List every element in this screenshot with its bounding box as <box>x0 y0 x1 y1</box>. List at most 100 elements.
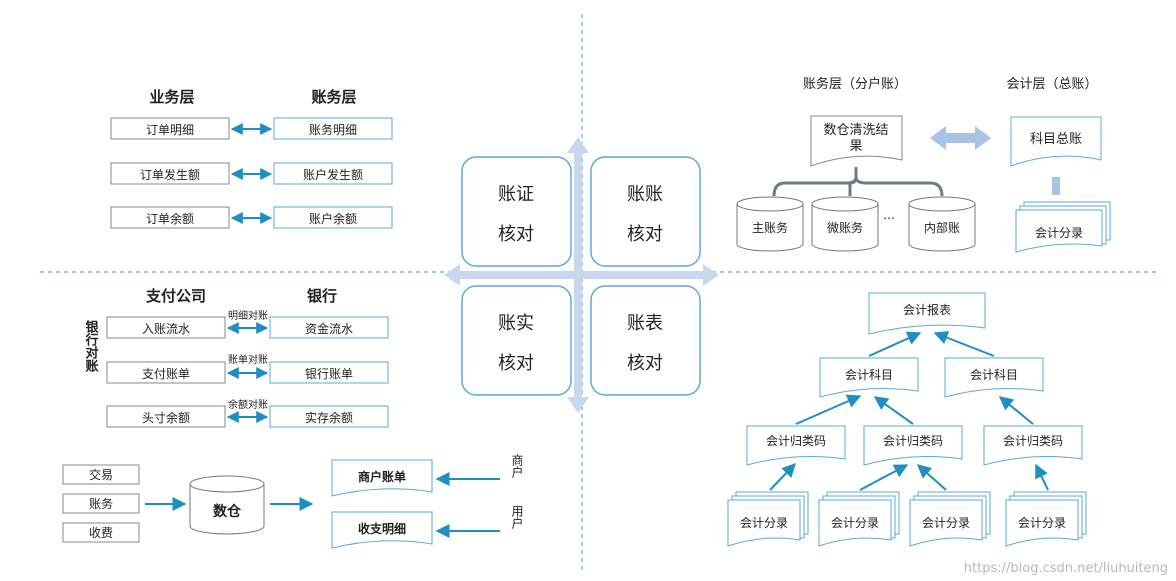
biz-item-2: 订单发生额 <box>140 167 200 182</box>
bank-item-2: 银行账单 <box>305 367 353 381</box>
micro-ledger-cylinder <box>811 196 879 252</box>
pay-item-1: 入账流水 <box>142 322 190 336</box>
subject-doc-1 <box>819 357 919 398</box>
quad-actual-line2: 核对 <box>498 353 534 374</box>
pay-item-3: 头寸余额 <box>142 410 190 425</box>
pay-box-3 <box>106 405 226 428</box>
quad-ledger-line2: 核对 <box>627 224 663 245</box>
biz-accounting-block: 业务层 账务层 订单明细 账务明细 订单发生额 账户发生额 订单余额 账户余额 <box>110 88 393 229</box>
warehouse-label: 数仓 <box>213 503 242 520</box>
code-doc-1 <box>746 425 846 466</box>
acct-item-2: 账户发生额 <box>303 167 363 182</box>
biz-box-3 <box>110 206 230 229</box>
bank-box-3 <box>269 405 389 428</box>
entry-stack-3 <box>909 491 991 547</box>
internal-ledger-cylinder <box>908 196 976 252</box>
code-label-3: 会计归类码 <box>1003 434 1063 448</box>
quad-ledger-box <box>590 156 701 267</box>
subject-label-1: 会计科目 <box>845 368 893 382</box>
subject-label-2: 会计科目 <box>970 368 1018 382</box>
report-tree: 会计报表 会计科目 会计科目 会计归类码 会计归类码 会计归类码 会计分录 会计… <box>727 292 1087 547</box>
acct-item-3: 账户余额 <box>309 211 357 226</box>
quad-actual-line1: 账实 <box>498 313 534 334</box>
merchant-bill-doc <box>331 459 433 497</box>
source-box-1 <box>62 464 140 485</box>
arrow-entry3-code2 <box>916 464 947 491</box>
entry-label-4: 会计分录 <box>1018 516 1066 530</box>
income-expense-doc <box>331 511 433 549</box>
bank-item-3: 实存余额 <box>305 410 353 425</box>
arrow-entry1-code1 <box>769 462 796 491</box>
entry-stack-1 <box>727 491 809 547</box>
general-ledger-title: 会计层（总账） <box>1006 77 1097 92</box>
report-root-doc <box>868 292 986 335</box>
bank-link-label-1: 明细对账 <box>228 309 268 322</box>
entry-stack-4 <box>1005 491 1087 547</box>
code-label-2: 会计归类码 <box>883 434 943 448</box>
center-arrow-down <box>567 397 589 413</box>
general-connector <box>1052 177 1060 195</box>
pay-box-1 <box>106 316 226 339</box>
source-item-3: 收费 <box>89 526 113 540</box>
general-account-label: 科目总账 <box>1030 132 1082 147</box>
merchant-label: 商户 <box>510 453 524 479</box>
source-box-2 <box>62 493 140 514</box>
bank-header: 银行 <box>307 287 337 305</box>
main-ledger-cylinder <box>736 196 804 252</box>
quad-ledger-line1: 账账 <box>627 184 663 205</box>
biz-item-3: 订单余额 <box>146 211 194 226</box>
acct-box-2 <box>273 162 393 185</box>
arrow-subject1-root <box>868 331 922 357</box>
bank-link-label-2: 账单对账 <box>228 353 268 366</box>
center-arrow-up <box>567 137 589 153</box>
arrow-code3-subject2 <box>998 396 1034 425</box>
warehouse-block: 交易 账务 收费 数仓 商户账单 收支明细 商户 用户 <box>62 453 524 549</box>
entry-label-2: 会计分录 <box>831 516 879 530</box>
biz-layer-header: 业务层 <box>149 88 194 106</box>
center-arrow-left <box>444 264 460 286</box>
ledger-ellipsis: ... <box>883 208 894 222</box>
quad-report-line2: 核对 <box>627 353 663 374</box>
quad-report-box <box>590 285 701 396</box>
cleanse-to-internal-connector <box>854 176 944 197</box>
warehouse-cylinder <box>189 475 265 535</box>
biz-item-1: 订单明细 <box>146 123 194 137</box>
code-label-1: 会计归类码 <box>766 434 826 448</box>
biz-box-2 <box>110 162 230 185</box>
acct-item-1: 账务明细 <box>309 122 357 137</box>
quad-actual-box <box>461 285 572 396</box>
internal-ledger-label: 内部账 <box>924 220 960 235</box>
arrow-entry2-code2 <box>859 464 909 491</box>
bank-box-1 <box>269 316 389 339</box>
ledger-double-arrow <box>930 126 991 150</box>
arrow-entry4-code3 <box>1035 463 1049 491</box>
source-item-2: 账务 <box>89 496 113 511</box>
bank-recon-block: 支付公司 银行 银行对账 入账流水 资金流水 明细对账 支付账单 银行账单 账单… <box>83 287 389 428</box>
cleanse-line2: 果 <box>849 139 862 154</box>
general-entries-label: 会计分录 <box>1035 226 1083 240</box>
arrow-subject2-root <box>933 331 995 357</box>
arrow-code2-subject1 <box>873 396 914 425</box>
cleanse-line1: 数仓清洗结 <box>823 123 888 138</box>
report-root-label: 会计报表 <box>903 302 951 317</box>
watermark: https://blog.csdn.net/liuhuiteng <box>964 561 1168 576</box>
subject-doc-2 <box>944 357 1044 398</box>
acct-box-3 <box>273 206 393 229</box>
entry-label-1: 会计分录 <box>740 516 788 530</box>
pay-box-2 <box>106 361 226 384</box>
accounting-layer-header: 账务层 <box>311 88 356 106</box>
arrow-code1-subject1 <box>795 394 862 425</box>
center-arrow-right <box>703 264 719 286</box>
entry-label-3: 会计分录 <box>922 516 970 530</box>
bank-recon-vertical-label: 银行对账 <box>83 319 100 373</box>
merchant-bill-label: 商户账单 <box>358 469 406 484</box>
bank-item-1: 资金流水 <box>305 321 353 336</box>
pay-item-2: 支付账单 <box>142 367 190 381</box>
center-quadrant: 账证 核对 账账 核对 账实 核对 账表 核对 <box>444 137 719 413</box>
entry-stack-2 <box>818 491 900 547</box>
quad-voucher-line1: 账证 <box>498 184 534 205</box>
code-doc-3 <box>983 425 1083 466</box>
general-account-doc <box>1010 116 1102 167</box>
